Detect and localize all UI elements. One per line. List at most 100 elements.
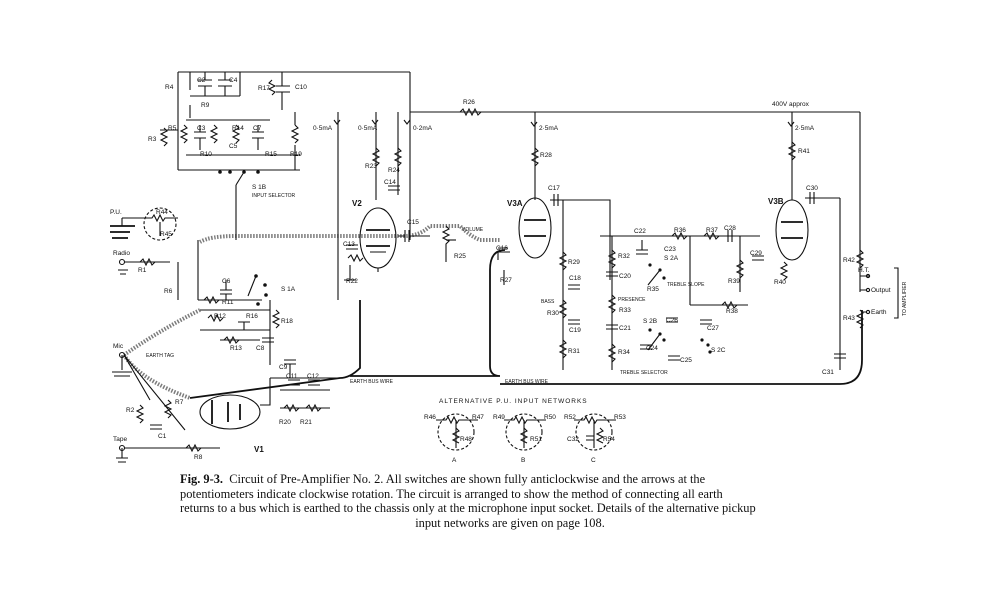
label-r43: R43 bbox=[843, 315, 855, 322]
label-radio: Radio bbox=[113, 250, 130, 257]
label-treble-selector: TREBLE SELECTOR bbox=[620, 370, 668, 376]
label-r21: R21 bbox=[300, 419, 312, 426]
label-output: Output bbox=[871, 287, 891, 294]
label-c30: C30 bbox=[806, 185, 818, 192]
label-r18: R18 bbox=[281, 318, 293, 325]
label-r5: R5 bbox=[168, 125, 177, 132]
label-presence: PRESENCE bbox=[618, 297, 646, 303]
figure-caption: Fig. 9-3. Circuit of Pre-Amplifier No. 2… bbox=[180, 472, 840, 530]
label-r38: R38 bbox=[726, 308, 738, 315]
v3b-valve-section: 2·5mA R41 V3B C30 R40 C31 R42 R43 bbox=[768, 112, 865, 376]
caption-line-1: Fig. 9-3. Circuit of Pre-Amplifier No. 2… bbox=[180, 472, 840, 487]
label-c7: C7 bbox=[253, 125, 262, 132]
label-volume: VOLUME bbox=[462, 227, 484, 233]
label-earth: Earth bbox=[871, 309, 887, 316]
label-r8: R8 bbox=[194, 454, 203, 461]
caption-line-3: returns to a bus which is earthed to the… bbox=[180, 501, 756, 516]
label-v3b: V3B bbox=[768, 197, 784, 206]
label-r50: R50 bbox=[544, 414, 556, 421]
label-r32: R32 bbox=[618, 253, 630, 260]
label-c32: C32 bbox=[567, 436, 579, 443]
label-r13: R13 bbox=[230, 345, 242, 352]
input-sockets: P.U. Radio Mic Tape EARTH TAG R44 R45 R1… bbox=[110, 207, 220, 463]
label-c15: C15 bbox=[407, 219, 419, 226]
label-c27: C27 bbox=[707, 325, 719, 332]
label-r24: R24 bbox=[388, 167, 400, 174]
label-bass: BASS bbox=[541, 299, 555, 305]
label-current-3: 0·2mA bbox=[413, 125, 433, 132]
label-c18: C18 bbox=[569, 275, 581, 282]
label-alt-a: A bbox=[452, 457, 457, 464]
label-r34: R34 bbox=[618, 349, 630, 356]
label-r33: R33 bbox=[619, 307, 631, 314]
label-v3a: V3A bbox=[507, 199, 523, 208]
label-pu: P.U. bbox=[110, 209, 122, 216]
label-earth-bus-wire-2: EARTH BUS WIRE bbox=[505, 379, 549, 385]
label-c13: C13 bbox=[343, 241, 355, 248]
label-c1: C1 bbox=[158, 433, 167, 440]
supply-label: 400V approx bbox=[772, 101, 810, 108]
output-terminals: H.T. Output Earth TO AMPLIFIER bbox=[858, 267, 908, 319]
alternative-input-networks: ALTERNATIVE P.U. INPUT NETWORKS R46 R47 … bbox=[424, 398, 626, 464]
label-c25: C25 bbox=[680, 357, 692, 364]
caption-line-2: potentiometers indicate clockwise rotati… bbox=[180, 486, 723, 501]
label-r7: R7 bbox=[175, 399, 184, 406]
label-r35: R35 bbox=[647, 286, 659, 293]
label-c2: C2 bbox=[197, 77, 206, 84]
label-tape: Tape bbox=[113, 436, 127, 443]
label-s2a: S 2A bbox=[664, 255, 679, 262]
label-r12: R12 bbox=[214, 313, 226, 320]
label-r3: R3 bbox=[148, 136, 157, 143]
label-r20: R20 bbox=[279, 419, 291, 426]
equaliser-network: R4 C2 C4 R9 R17 C10 R3 R5 C3 R10 R14 C5 … bbox=[148, 71, 410, 240]
label-s1b: S 1B bbox=[252, 184, 266, 191]
label-c16: C16 bbox=[496, 245, 508, 252]
label-r17: R17 bbox=[258, 85, 270, 92]
label-c23: C23 bbox=[664, 246, 676, 253]
label-r54: R54 bbox=[603, 436, 615, 443]
label-r16: R16 bbox=[246, 313, 258, 320]
label-r19: R19 bbox=[290, 151, 302, 158]
label-c31: C31 bbox=[822, 369, 834, 376]
label-to-amplifier: TO AMPLIFIER bbox=[902, 281, 908, 316]
label-ht: H.T. bbox=[858, 267, 870, 274]
label-r4: R4 bbox=[165, 84, 174, 91]
label-c26: C26 bbox=[666, 317, 678, 324]
label-r23: R23 bbox=[365, 163, 377, 170]
label-r28: R28 bbox=[540, 152, 552, 159]
s1a-switch-area: C6 S 1A R11 R12 R16 R18 C8 R13 C9 bbox=[197, 240, 296, 378]
label-current-5: 2·5mA bbox=[795, 125, 815, 132]
label-current-4: 2·5mA bbox=[539, 125, 559, 132]
label-c17: C17 bbox=[548, 185, 560, 192]
label-r46: R46 bbox=[424, 414, 436, 421]
label-c8: C8 bbox=[256, 345, 265, 352]
label-c5: C5 bbox=[229, 143, 238, 150]
label-r49: R49 bbox=[493, 414, 505, 421]
label-r22: R22 bbox=[346, 278, 358, 285]
label-c14: C14 bbox=[384, 179, 396, 186]
pre-amplifier-circuit-diagram: R26 400V approx R4 C2 C4 R9 R17 C10 R3 R… bbox=[110, 71, 908, 464]
label-c24: C24 bbox=[646, 345, 658, 352]
label-v2: V2 bbox=[352, 199, 362, 208]
label-r27: R27 bbox=[500, 277, 512, 284]
label-r10: R10 bbox=[200, 151, 212, 158]
label-r41: R41 bbox=[798, 148, 810, 155]
v3a-valve-section: 2·5mA R28 V3A C17 C16 R27 R29 C18 BASS R… bbox=[496, 112, 611, 370]
label-s1a: S 1A bbox=[281, 286, 296, 293]
label-s2b: S 2B bbox=[643, 318, 657, 325]
label-r1: R1 bbox=[138, 267, 147, 274]
label-r44: R44 bbox=[156, 209, 168, 216]
label-c10: C10 bbox=[295, 84, 307, 91]
label-r9: R9 bbox=[201, 102, 210, 109]
label-alt-title: ALTERNATIVE P.U. INPUT NETWORKS bbox=[439, 398, 588, 405]
label-earth-tag: EARTH TAG bbox=[146, 353, 174, 359]
ht-rail bbox=[410, 111, 861, 292]
label-c3: C3 bbox=[197, 125, 206, 132]
v2-valve-section: 0·5mA 0·5mA 0·2mA R23 R24 C14 V2 C15 C13… bbox=[313, 112, 433, 300]
caption-label: Fig. 9-3. bbox=[180, 472, 224, 486]
label-r40: R40 bbox=[774, 279, 786, 286]
label-c4: C4 bbox=[229, 77, 238, 84]
label-r51: R51 bbox=[530, 436, 542, 443]
caption-line-4: input networks are given on page 108. bbox=[415, 515, 605, 530]
v1-valve-section: V1 R2 R7 C1 R8 C11 C12 R20 R21 bbox=[123, 354, 340, 461]
